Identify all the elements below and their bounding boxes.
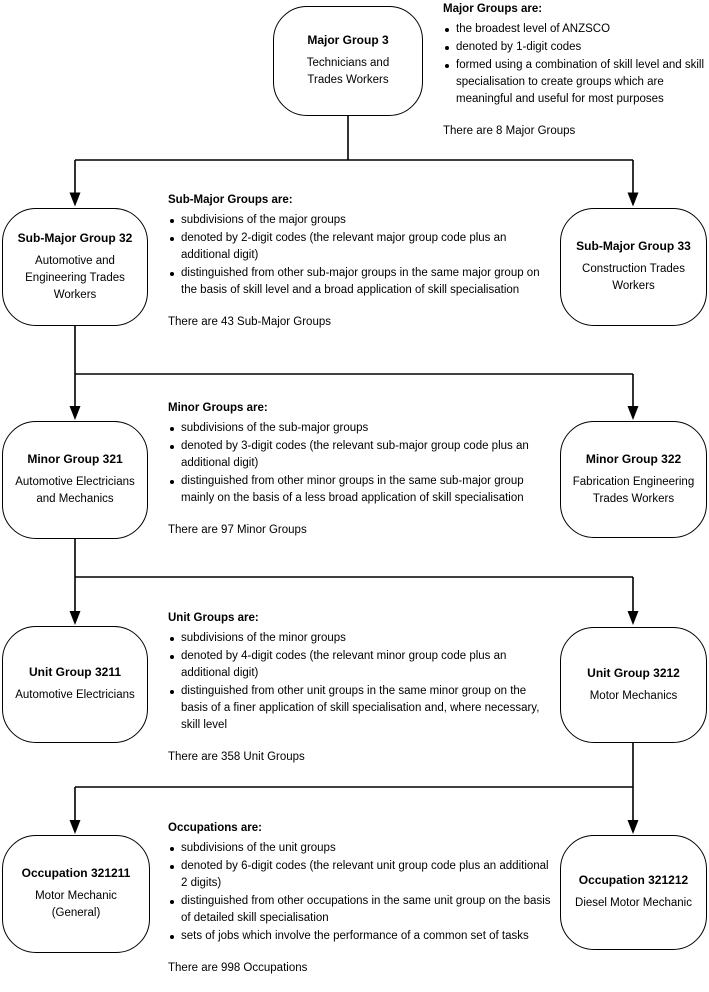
node-minor-group-322: Minor Group 322 Fabrication Engineering … [560,421,707,538]
node-title: Occupation 321212 [578,873,689,887]
node-subtitle: Automotive Electricians [15,689,135,701]
info-bullet: denoted by 3-digit codes (the relevant s… [168,438,551,472]
node-subtitle: Technicians and Trades Workers [306,57,390,86]
info-bullet: denoted by 1-digit codes [443,39,709,56]
group-count-note: There are 97 Minor Groups [168,524,307,536]
node-subtitle: Motor Mechanic (General) [35,890,117,919]
info-bullet: the broadest level of ANZSCO [443,21,709,38]
group-count-note: There are 8 Major Groups [443,125,576,137]
info-bullet: denoted by 2-digit codes (the relevant m… [168,230,551,264]
node-unit-group-3212: Unit Group 3212 Motor Mechanics [560,627,707,743]
info-bullet: formed using a combination of skill leve… [443,57,709,108]
info-bullet-list: subdivisions of the minor groups denoted… [168,630,551,734]
node-title: Occupation 321211 [21,866,131,880]
info-bullet-list: subdivisions of the unit groups denoted … [168,840,551,945]
node-major-group-3: Major Group 3 Technicians and Trades Wor… [273,6,423,116]
info-bullet: denoted by 6-digit codes (the relevant u… [168,858,551,892]
info-heading: Minor Groups are: [168,402,268,414]
arrowhead-sub-major-32 [69,192,81,207]
node-subtitle: Automotive Electricians and Mechanics [15,476,135,505]
group-count-note: There are 358 Unit Groups [168,751,305,763]
info-bullet-list: subdivisions of the sub-major groups den… [168,420,551,507]
info-bullet: subdivisions of the major groups [168,212,551,229]
node-subtitle: Construction Trades Workers [582,263,685,292]
group-count-note: There are 998 Occupations [168,962,308,974]
node-sub-major-group-33: Sub-Major Group 33 Construction Trades W… [560,208,707,326]
node-subtitle: Diesel Motor Mechanic [575,897,692,909]
info-bullet: subdivisions of the minor groups [168,630,551,647]
info-bullet: distinguished from other sub-major group… [168,265,551,299]
node-occupation-321212: Occupation 321212 Diesel Motor Mechanic [560,835,707,950]
arrowhead-minor-321 [69,406,81,420]
info-sub-major-groups: Sub-Major Groups are: subdivisions of th… [168,192,551,331]
info-bullet-list: subdivisions of the major groups denoted… [168,212,551,299]
info-major-groups: Major Groups are: the broadest level of … [443,1,709,140]
info-heading: Occupations are: [168,822,262,834]
node-minor-group-321: Minor Group 321 Automotive Electricians … [2,421,148,539]
info-heading: Unit Groups are: [168,612,259,624]
node-title: Sub-Major Group 33 [576,239,691,253]
info-occupations: Occupations are: subdivisions of the uni… [168,820,551,977]
info-bullet-list: the broadest level of ANZSCO denoted by … [443,21,709,108]
arrowhead-occupation-321211 [69,820,81,834]
connector-level3-to-level4 [74,539,634,612]
group-count-note: There are 43 Sub-Major Groups [168,316,331,328]
node-title: Sub-Major Group 32 [17,230,133,245]
info-minor-groups: Minor Groups are: subdivisions of the su… [168,400,551,539]
info-bullet: distinguished from other minor groups in… [168,473,551,507]
arrowhead-unit-3212 [627,611,639,625]
node-subtitle: Automotive and Engineering Trades Worker… [25,254,125,301]
node-occupation-321211: Occupation 321211 Motor Mechanic (Genera… [2,835,150,953]
node-title: Unit Group 3211 [28,665,122,679]
node-title: Minor Group 321 [27,452,123,466]
node-unit-group-3211: Unit Group 3211 Automotive Electricians [2,626,148,743]
info-bullet: subdivisions of the unit groups [168,840,551,857]
info-bullet: subdivisions of the sub-major groups [168,420,551,437]
node-title: Minor Group 322 [585,451,682,466]
node-title: Major Group 3 [307,33,389,47]
node-title: Unit Group 3212 [587,665,680,680]
info-bullet: sets of jobs which involve the performan… [168,928,551,945]
info-bullet: distinguished from other unit groups in … [168,683,551,734]
info-unit-groups: Unit Groups are: subdivisions of the min… [168,610,551,766]
arrowhead-occupation-321212 [627,820,639,834]
arrowhead-unit-3211 [69,611,81,625]
info-heading: Major Groups are: [443,3,543,15]
info-heading: Sub-Major Groups are: [168,194,293,206]
node-subtitle: Fabrication Engineering Trades Workers [572,475,695,505]
node-subtitle: Motor Mechanics [589,689,678,702]
arrowhead-sub-major-33 [627,192,639,207]
node-sub-major-group-32: Sub-Major Group 32 Automotive and Engine… [2,208,148,326]
info-bullet: denoted by 4-digit codes (the relevant m… [168,648,551,682]
info-bullet: distinguished from other occupations in … [168,893,551,927]
arrowhead-minor-322 [627,406,639,420]
connector-level2-to-level3 [74,326,634,407]
